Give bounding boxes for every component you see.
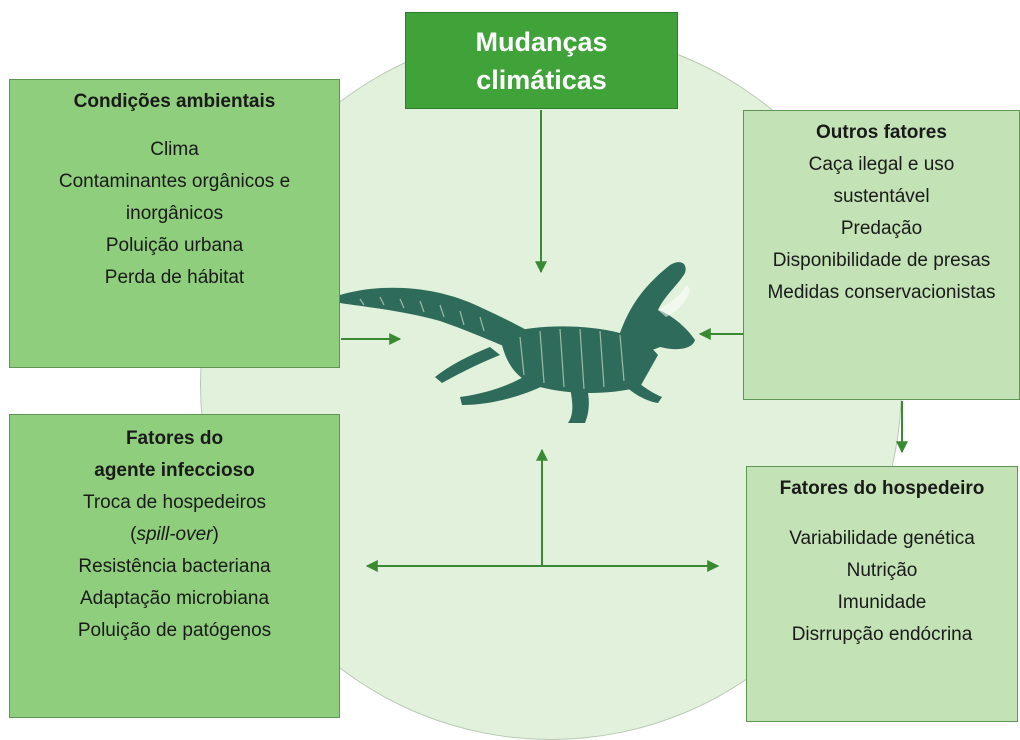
host-factors-title: Fatores do hospedeiro	[779, 478, 985, 499]
other-factors-item: Caça ilegal e uso	[808, 154, 955, 175]
other-factors-item: Disponibilidade de presas	[772, 250, 991, 271]
host-factors-box: Fatores do hospedeiro Variabilidade gené…	[746, 466, 1018, 722]
other-factors-item: Predação	[840, 218, 923, 239]
infectious-agent-item: Troca de hospedeiros	[82, 492, 267, 513]
host-factors-item: Nutrição	[846, 560, 918, 581]
host-factors-item: Disrrupção endócrina	[791, 624, 973, 645]
infectious-agent-item: Adaptação microbiana	[79, 588, 270, 609]
infectious-agent-item: Poluição de patógenos	[77, 620, 272, 641]
environmental-conditions-box: Condições ambientais Clima Contaminantes…	[9, 79, 340, 368]
host-factors-item: Imunidade	[837, 592, 927, 613]
environmental-item: Poluição urbana	[105, 235, 244, 256]
infectious-agent-item: Resistência bacteriana	[78, 556, 271, 577]
infectious-agent-box: Fatores do agente infeccioso Troca de ho…	[9, 414, 340, 718]
other-factors-title: Outros fatores	[816, 122, 947, 143]
environmental-item: Perda de hábitat	[104, 267, 245, 288]
environmental-conditions-title: Condições ambientais	[73, 91, 276, 112]
other-factors-item: sustentável	[833, 186, 930, 207]
climate-change-box: Mudanças climáticas	[405, 12, 678, 109]
infectious-agent-title-line1: Fatores do	[125, 428, 224, 449]
environmental-item: Contaminantes orgânicos e	[58, 171, 291, 192]
other-factors-box: Outros fatores Caça ilegal e uso sustent…	[743, 110, 1020, 400]
other-factors-item: Medidas conservacionistas	[767, 282, 996, 303]
environmental-item: Clima	[150, 139, 199, 160]
infectious-agent-title-line2: agente infeccioso	[94, 460, 255, 481]
crocodile-illustration	[340, 262, 695, 423]
infectious-agent-item-spillover: (spill-over)	[130, 524, 219, 545]
climate-change-title-line1: Mudanças	[475, 27, 608, 57]
environmental-item: inorgânicos	[125, 203, 224, 224]
climate-change-title-line2: climáticas	[476, 65, 607, 95]
host-factors-item: Variabilidade genética	[789, 528, 975, 549]
